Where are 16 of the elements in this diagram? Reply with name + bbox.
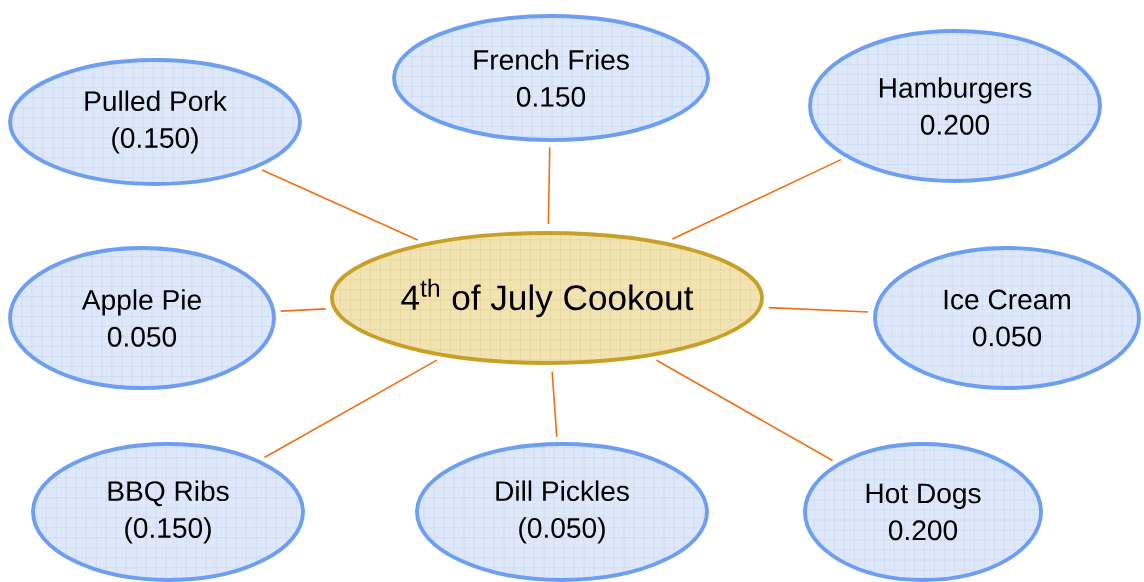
connector-line bbox=[547, 146, 551, 225]
connector-line bbox=[279, 308, 327, 312]
connector-line bbox=[655, 359, 834, 462]
connector-line bbox=[263, 359, 438, 459]
connector-line bbox=[768, 306, 870, 313]
ellipse-node: Hot Dogs 0.200 bbox=[803, 442, 1043, 582]
connector-line bbox=[261, 169, 419, 241]
ellipse-node: Ice Cream 0.050 bbox=[873, 246, 1141, 390]
connector-line bbox=[551, 371, 558, 438]
ellipse-node: Apple Pie 0.050 bbox=[8, 246, 276, 390]
ellipse-node: Hamburgers 0.200 bbox=[808, 29, 1102, 183]
ellipse-node: Pulled Pork (0.150) bbox=[8, 58, 302, 186]
ellipse-node: BBQ Ribs (0.150) bbox=[31, 442, 305, 582]
ellipse-node: Dill Pickles (0.050) bbox=[415, 442, 709, 582]
ellipse-node: French Fries 0.150 bbox=[392, 14, 710, 142]
connector-line bbox=[671, 158, 842, 240]
